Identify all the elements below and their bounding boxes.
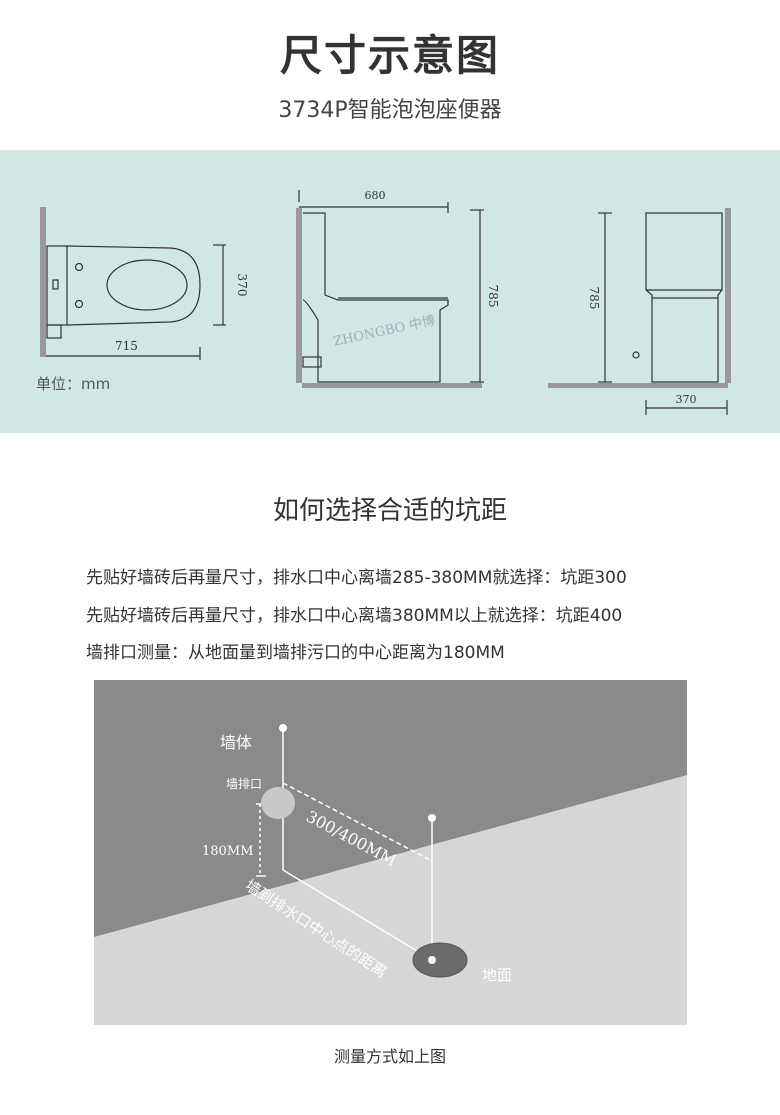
front-width-label: 370 <box>676 393 697 406</box>
section-title: 如何选择合适的坑距 <box>272 496 507 526</box>
wall-outlet-label: 墙排口 <box>226 777 262 791</box>
watermark: ZHONGBO 中博 <box>332 313 436 349</box>
instruction-line: 先贴好墙砖后再量尺寸，排水口中心离墙285-380MM就选择：坑距300 <box>86 568 627 588</box>
side-length-label: 680 <box>365 189 386 202</box>
unit-label: 单位：mm <box>36 375 111 393</box>
top-view-drawing: 715 370 <box>40 207 249 360</box>
front-height-label: 785 <box>587 287 601 310</box>
top-width-label: 370 <box>235 274 249 297</box>
instruction-line: 先贴好墙砖后再量尺寸，排水口中心离墙380MM以上就选择：坑距400 <box>86 606 623 626</box>
instruction-line: 墙排口测量：从地面量到墙排污口的中心距离为180MM <box>86 643 505 663</box>
side-view-drawing: 680 785 ZHONGBO 中博 <box>296 189 500 388</box>
measurement-diagram: 墙体 墙排口 180MM 300/400MM 墙到排水口中心点的距离 地面 <box>94 680 687 1025</box>
diagram-caption: 测量方式如上图 <box>333 1047 446 1066</box>
wall-to-drain-label: 墙到排水口中心点的距离 <box>242 876 390 981</box>
side-height-label: 785 <box>486 285 500 308</box>
product-subtitle: 3734P智能泡泡座便器 <box>278 98 502 123</box>
top-length-label: 715 <box>115 339 138 353</box>
wall-area <box>94 680 687 937</box>
height-label: 180MM <box>202 844 253 859</box>
front-view-drawing: 785 370 <box>548 208 731 415</box>
wall-label: 墙体 <box>220 733 252 752</box>
dimension-drawings-panel: 715 370 680 785 ZHONGBO 中博 785 370 <box>0 150 780 433</box>
page-title: 尺寸示意图 <box>279 31 500 80</box>
floor-label: 地面 <box>482 966 512 984</box>
